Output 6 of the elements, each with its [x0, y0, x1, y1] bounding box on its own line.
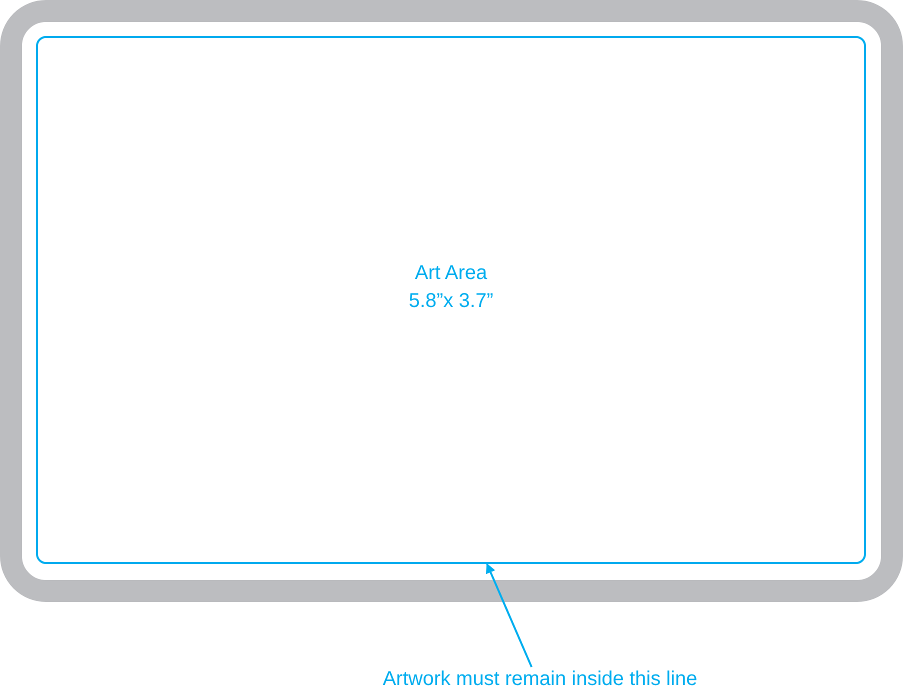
leader-line — [486, 563, 533, 668]
art-area-box — [36, 36, 866, 564]
area-label: Art Area — [414, 261, 488, 286]
dimension-text: 5.8”x 3.7” — [408, 289, 494, 314]
card-outline — [0, 0, 903, 602]
callout-text: Artwork must remain inside this line — [330, 665, 750, 695]
